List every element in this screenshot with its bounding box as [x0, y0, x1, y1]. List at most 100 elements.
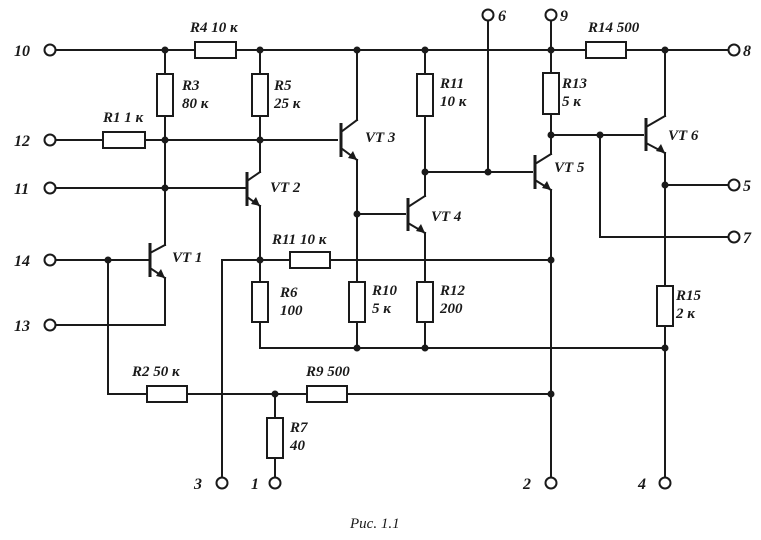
resistor-bodies [102, 41, 674, 459]
resistor-r11-horizontal [289, 251, 331, 269]
r7-value: 40 [289, 438, 306, 454]
wires [55, 19, 729, 478]
pin-label-3: 3 [193, 476, 202, 493]
r11-vertical-name: R11 [439, 76, 464, 92]
r10-name: R10 [371, 283, 398, 299]
pin-label-9: 9 [560, 8, 568, 25]
resistor-r15 [656, 285, 674, 327]
resistor-r11-vertical [416, 73, 434, 117]
r2-value: 50 к [153, 364, 180, 380]
resistor-r3 [156, 73, 174, 117]
pin-label-8: 8 [743, 43, 751, 60]
r2-label: R2 50 к [131, 364, 180, 380]
pin-label-12: 12 [14, 133, 30, 150]
resistor-r14 [585, 41, 627, 59]
r13-name: R13 [561, 76, 588, 92]
transistor-vt5 [533, 152, 553, 192]
resistor-r4 [194, 41, 237, 59]
transistor-vt2 [245, 170, 262, 208]
vt4-label: VT 4 [431, 209, 462, 225]
r2-name: R2 [131, 364, 150, 380]
r3-name: R3 [181, 78, 200, 94]
pin-label-5: 5 [743, 178, 751, 195]
resistor-r12 [416, 281, 434, 323]
r1-label: R1 1 к [102, 110, 144, 126]
terminal-8 [727, 43, 741, 57]
vt5-label: VT 5 [554, 160, 585, 176]
r12-value: 200 [439, 301, 463, 317]
r11-vertical-value: 10 к [440, 94, 467, 110]
resistor-r6 [251, 281, 269, 323]
pin-label-11: 11 [14, 181, 29, 198]
resistor-r7 [266, 417, 284, 459]
resistor-labels: R4 10 к R14 500 R1 1 к R2 50 к R9 500 R1… [102, 20, 702, 454]
pin-label-1: 1 [251, 476, 259, 493]
r11-horizontal-value: 10 к [300, 232, 327, 248]
r13-value: 5 к [562, 94, 581, 110]
pin-label-4: 4 [637, 476, 646, 493]
pin-label-14: 14 [14, 253, 30, 270]
r7-name: R7 [289, 420, 308, 436]
terminal-6 [481, 8, 495, 22]
r11-horizontal-label: R11 10 к [271, 232, 327, 248]
resistor-r13 [542, 72, 560, 115]
pin-label-10: 10 [14, 43, 30, 60]
terminal-12 [43, 133, 57, 147]
r9-value: 500 [327, 364, 350, 380]
terminal-5 [727, 178, 741, 192]
resistor-r2 [146, 385, 188, 403]
junction-dots [104, 46, 669, 398]
terminal-10 [43, 43, 57, 57]
r5-value: 25 к [273, 96, 301, 112]
r6-name: R6 [279, 285, 298, 301]
terminals [43, 8, 741, 490]
r11-horizontal-name: R11 [271, 232, 296, 248]
vt2-label: VT 2 [270, 180, 301, 196]
figure-caption: Рис. 1.1 [349, 516, 400, 532]
pin-label-7: 7 [743, 230, 752, 247]
r14-name: R14 [587, 20, 614, 36]
r6-value: 100 [280, 303, 303, 319]
r4-label: R4 10 к [189, 20, 238, 36]
resistor-r1 [102, 131, 146, 149]
transistor-vt6 [644, 114, 667, 155]
terminal-7 [727, 230, 741, 244]
vt6-label: VT 6 [668, 128, 699, 144]
terminal-11 [43, 181, 57, 195]
transistor-labels: VT 1 VT 2 VT 3 VT 4 VT 5 VT 6 [172, 128, 699, 266]
resistor-r10 [348, 281, 366, 323]
pin-labels: 10 12 11 14 13 6 9 8 5 7 3 1 2 4 [14, 8, 752, 493]
r4-value: 10 к [211, 20, 238, 36]
pin-label-13: 13 [14, 318, 30, 335]
terminal-4 [658, 476, 672, 490]
terminal-13 [43, 318, 57, 332]
transistor-vt1 [148, 243, 167, 280]
r15-value: 2 к [675, 306, 695, 322]
r14-label: R14 500 [587, 20, 640, 36]
terminal-3 [215, 476, 229, 490]
vt3-label: VT 3 [365, 130, 396, 146]
pin-label-6: 6 [498, 8, 506, 25]
resistor-r5 [251, 73, 269, 117]
pin-label-2: 2 [522, 476, 531, 493]
r9-label: R9 500 [305, 364, 350, 380]
r5-name: R5 [273, 78, 292, 94]
r1-name: R1 [102, 110, 121, 126]
r3-value: 80 к [182, 96, 209, 112]
terminal-2 [544, 476, 558, 490]
r4-name: R4 [189, 20, 208, 36]
terminal-1 [268, 476, 282, 490]
terminal-14 [43, 253, 57, 267]
r14-value: 500 [617, 20, 640, 36]
terminal-9 [544, 8, 558, 22]
resistor-r9 [306, 385, 348, 403]
r15-name: R15 [675, 288, 702, 304]
transistor-vt3 [339, 118, 359, 162]
r10-value: 5 к [372, 301, 391, 317]
r1-value: 1 к [124, 110, 143, 126]
vt1-label: VT 1 [172, 250, 202, 266]
r9-name: R9 [305, 364, 324, 380]
transistor-vt4 [406, 194, 427, 235]
r12-name: R12 [439, 283, 466, 299]
